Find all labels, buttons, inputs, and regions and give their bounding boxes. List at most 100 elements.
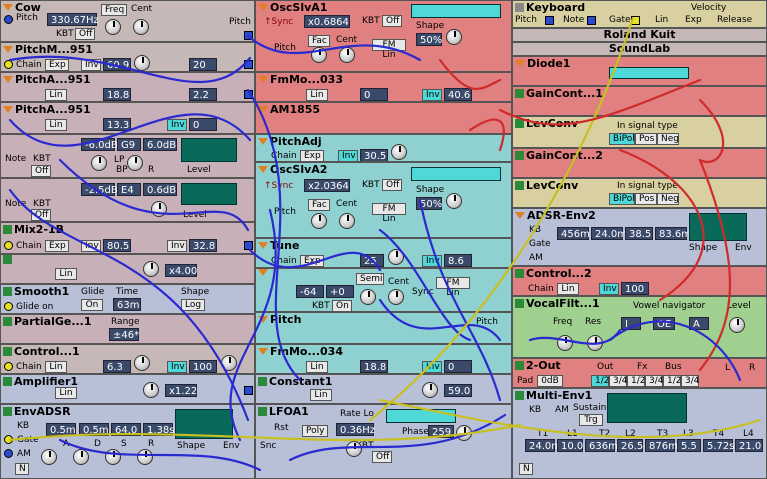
collapse-icon[interactable] — [258, 407, 267, 416]
collapse-icon[interactable] — [258, 348, 268, 355]
module-adsr2[interactable]: ADSR-Env2 KB Gate AM 456m 24.0m 38.5 83.… — [512, 208, 767, 266]
module-diode[interactable]: Diode1 — [512, 56, 767, 86]
module-osc2[interactable]: OscSlvA2 ↑Sync x2.0364 KBT Off Shape 50%… — [255, 162, 512, 238]
waveform-selector[interactable] — [386, 409, 456, 423]
fm-lin-button[interactable]: FM Lin — [436, 277, 470, 298]
poly-button[interactable]: Poly — [302, 425, 328, 437]
collapse-icon[interactable] — [3, 347, 12, 356]
freq-knob[interactable] — [105, 19, 121, 35]
semi-button[interactable]: Semi — [356, 273, 384, 285]
n-button[interactable]: N — [519, 463, 533, 475]
amount-knob[interactable] — [134, 55, 150, 71]
module-gc1[interactable]: GainCont...1 — [512, 86, 767, 116]
amount2-knob[interactable] — [221, 355, 237, 371]
inv-button[interactable]: Inv — [167, 119, 187, 131]
out-34-button[interactable]: 3/4 — [609, 375, 627, 387]
kbt-button[interactable]: On — [332, 300, 352, 311]
collapse-icon[interactable] — [515, 151, 524, 160]
release-knob[interactable] — [137, 449, 153, 465]
cent-knob[interactable] — [339, 213, 355, 229]
kbt-button[interactable]: Off — [31, 209, 51, 221]
inv-button[interactable]: Inv — [422, 89, 442, 101]
module-cow[interactable]: Cow Pitch 330.67Hz Freq Cent KBT Off Pit… — [0, 0, 255, 42]
glide-jack[interactable] — [4, 302, 13, 311]
module-tune[interactable]: Tune Chain Exp 25 Inv 8.6 — [255, 238, 512, 268]
collapse-icon[interactable] — [3, 106, 13, 113]
cent-knob[interactable] — [339, 47, 355, 63]
collapse-icon[interactable] — [258, 242, 268, 249]
fx-34-button[interactable]: 3/4 — [645, 375, 663, 387]
module-env[interactable]: EnvADSR KB Gate AM 0.5m 0.5m 64.0 1.38s … — [0, 404, 255, 479]
module-keyboard[interactable]: Keyboard Velocity Pitch Note Gate Lin Ex… — [512, 0, 767, 28]
lin-button[interactable]: Lin — [306, 89, 328, 101]
amount-knob[interactable] — [388, 249, 404, 265]
kbt-button[interactable]: Off — [382, 15, 402, 27]
out-jack[interactable] — [244, 386, 253, 395]
inv2-button[interactable]: Inv — [167, 240, 187, 252]
am-jack[interactable] — [4, 449, 13, 458]
module-out[interactable]: 2-Out Pad 0dB Out Fx Bus 1/2 3/4 1/2 3/4… — [512, 358, 767, 388]
collapse-icon[interactable] — [258, 316, 268, 323]
pitch-out-jack[interactable] — [244, 31, 253, 40]
module-lev2[interactable]: LevConv In signal type BiPol Pos Neg — [512, 178, 767, 208]
decay-knob[interactable] — [73, 449, 89, 465]
collapse-icon[interactable] — [3, 225, 12, 234]
collapse-icon[interactable] — [515, 361, 524, 370]
module-pitcha1[interactable]: PitchA...951 Lin 18.8 2.2 — [0, 72, 255, 102]
phase-knob[interactable] — [456, 425, 472, 441]
mode-selector[interactable] — [609, 67, 689, 79]
module-mix[interactable]: Mix2-1B Chain Exp Inv 80.5 Inv 32.8 — [0, 222, 255, 254]
collapse-icon[interactable] — [515, 89, 524, 98]
inv-button[interactable]: Inv — [81, 240, 101, 252]
fac-button[interactable]: Fac — [308, 35, 330, 47]
lin-button[interactable]: Lin — [557, 283, 579, 295]
module-amp[interactable]: Amplifier1 Lin x1.22 — [0, 374, 255, 404]
collapse-icon[interactable] — [515, 3, 524, 12]
module-gc2[interactable]: GainCont...2 — [512, 148, 767, 178]
sustain-knob[interactable] — [105, 449, 121, 465]
collapse-icon[interactable] — [258, 138, 268, 145]
module-pitch[interactable]: Pitch Pitch — [255, 312, 512, 344]
lin-button[interactable]: Lin — [306, 361, 328, 373]
log-button[interactable]: Log — [181, 299, 205, 311]
gain-knob[interactable] — [143, 382, 159, 398]
module-menv[interactable]: Multi-Env1 KB AM Sustain Trg T1 L1 T2 L2… — [512, 388, 767, 479]
pitch-out-jack[interactable] — [545, 16, 554, 25]
collapse-icon[interactable] — [515, 212, 525, 219]
bw-knob[interactable] — [127, 155, 143, 171]
inv-button[interactable]: Inv — [599, 283, 619, 295]
waveform-selector[interactable] — [411, 4, 501, 18]
module-pitchmod1[interactable]: PitchM...951 Chain Exp Inv 60.9 20 — [0, 42, 255, 72]
amount-knob[interactable] — [391, 144, 407, 160]
lin-button[interactable]: Lin — [55, 268, 77, 280]
bus-12-button[interactable]: 1/2 — [663, 375, 681, 387]
exp-button[interactable]: Exp — [45, 59, 69, 71]
collapse-icon[interactable] — [515, 60, 525, 67]
collapse-icon[interactable] — [3, 46, 13, 53]
lin-button[interactable]: Lin — [55, 387, 77, 399]
fx-12-button[interactable]: 1/2 — [627, 375, 645, 387]
rate-knob[interactable] — [346, 441, 362, 457]
freq-knob[interactable] — [91, 155, 107, 171]
collapse-icon[interactable] — [258, 166, 268, 173]
collapse-icon[interactable] — [3, 4, 13, 11]
fac-knob[interactable] — [311, 213, 327, 229]
module-padj[interactable]: PitchAdj Chain Exp Inv 30.5 — [255, 134, 512, 162]
collapse-icon[interactable] — [3, 255, 12, 264]
inv-button[interactable]: Inv — [81, 59, 101, 71]
collapse-icon[interactable] — [258, 106, 268, 113]
out-12-button[interactable]: 1/2 — [591, 375, 609, 387]
fac-knob[interactable] — [311, 47, 327, 63]
fm-lin-button[interactable]: FM Lin — [372, 203, 406, 224]
collapse-icon[interactable] — [515, 181, 524, 190]
kbt-button[interactable]: Off — [31, 165, 51, 177]
pos-button[interactable]: Pos — [635, 193, 657, 205]
fac-button[interactable]: Fac — [308, 199, 330, 211]
module-pitcha2[interactable]: PitchA...951 Lin 13.3 Inv 0 — [0, 102, 255, 134]
kbt-button[interactable]: Off — [372, 451, 392, 463]
lin-button[interactable]: Lin — [45, 89, 67, 101]
collapse-icon[interactable] — [515, 391, 524, 400]
freq-display[interactable]: 330.67Hz — [47, 13, 99, 26]
collapse-icon[interactable] — [3, 407, 12, 416]
module-smooth[interactable]: Smooth1 Glide Time Shape Glide on On 63m… — [0, 284, 255, 314]
